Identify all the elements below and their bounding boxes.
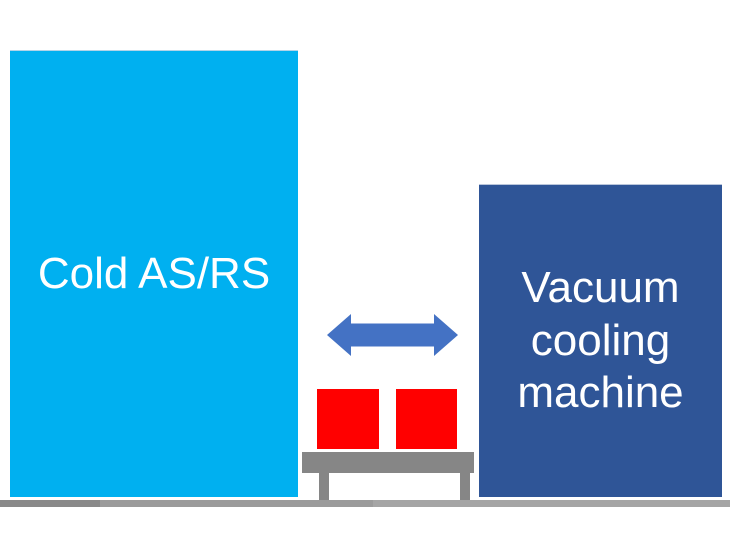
double-arrow-icon — [327, 314, 458, 356]
vacuum-cooling-line-3: machine — [517, 368, 684, 418]
cart-leg-left — [319, 473, 329, 500]
ground-bar-left — [0, 500, 100, 507]
double-arrow-shape — [327, 314, 458, 356]
cold-asrs-label: Cold AS/RS — [37, 248, 271, 298]
vacuum-cooling-block: Vacuum cooling machine — [479, 184, 722, 497]
cold-asrs-block: Cold AS/RS — [10, 50, 298, 497]
vacuum-cooling-line-1: Vacuum — [521, 262, 680, 312]
ground-bar-middle — [100, 500, 373, 507]
pallet-box-1 — [317, 389, 379, 449]
pallet-box-2 — [396, 389, 457, 449]
cart-platform — [302, 452, 474, 473]
ground-bar-right — [373, 500, 730, 507]
vacuum-cooling-line-2: cooling — [530, 315, 671, 365]
cart-leg-right — [460, 473, 470, 500]
vacuum-cooling-label: Vacuum cooling machine — [517, 262, 683, 420]
